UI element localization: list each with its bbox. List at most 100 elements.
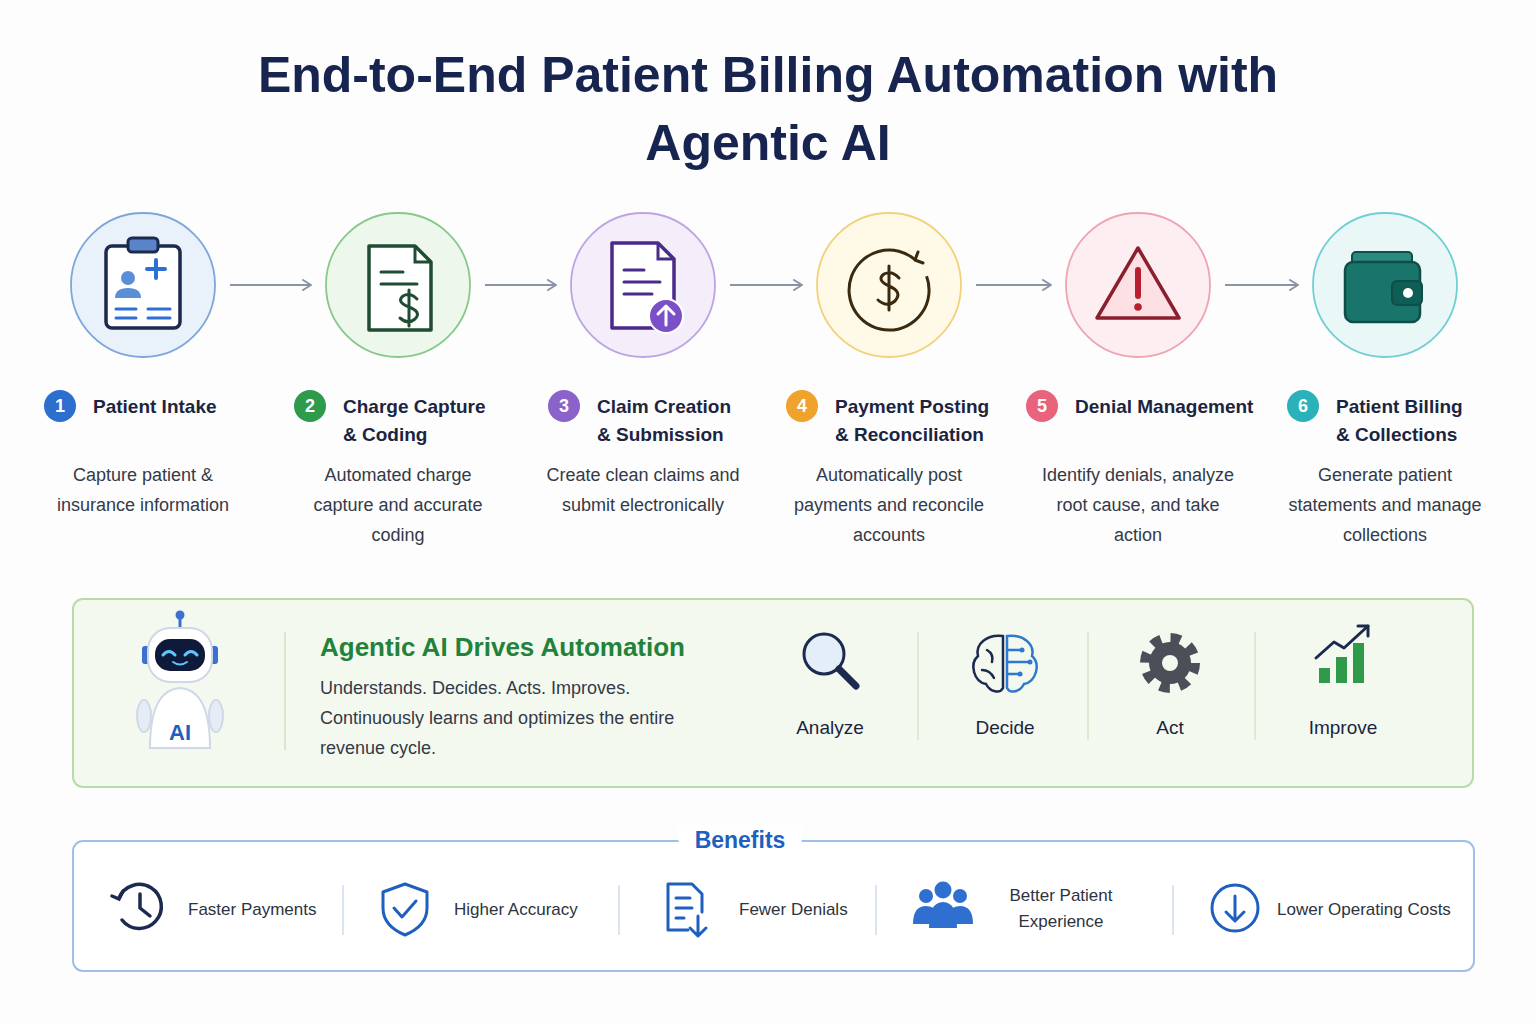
label-slot: Act xyxy=(1156,715,1183,741)
icon-part xyxy=(919,889,933,903)
node-body: Automatically post payments and reconcil… xyxy=(789,460,989,550)
icon-part xyxy=(121,271,135,285)
agent-label: Analyze xyxy=(796,715,864,741)
icon-part xyxy=(1162,655,1178,671)
brain-icon xyxy=(973,636,1036,692)
title: End-to-End Patient Billing Automation wi… xyxy=(218,41,1318,177)
icon-part xyxy=(982,650,994,678)
label-slot: Faster Payments xyxy=(188,897,317,923)
icon-part xyxy=(918,632,1255,740)
payment-icon xyxy=(816,212,962,358)
callout-number: 5 xyxy=(1026,390,1058,422)
icon-part xyxy=(1066,213,1210,357)
icon-part xyxy=(1212,885,1258,931)
text-slot: Automatically post payments and reconcil… xyxy=(789,460,989,550)
text-slot: Capture patient & insurance information xyxy=(43,460,243,520)
icon-part xyxy=(1353,643,1364,683)
magnifier-icon xyxy=(804,634,856,686)
text-slot: Understands. Decides. Acts. Improves. Co… xyxy=(320,673,712,763)
process-circle: Patient IntakeCapture patient & insuranc… xyxy=(70,212,216,358)
icon-part xyxy=(1018,672,1023,677)
icon-part xyxy=(381,272,417,284)
node-heading: Patient Billing & Collections xyxy=(1336,393,1476,449)
step-number-badge: 4 xyxy=(786,390,818,422)
step-number-badge: 1 xyxy=(44,390,76,422)
icon-part xyxy=(658,243,674,259)
icon-part xyxy=(176,611,185,620)
text-slot: Patient Billing & Collections xyxy=(1336,393,1476,449)
icon-part xyxy=(1097,248,1179,318)
node-heading: Agentic AI Drives Automation xyxy=(320,630,780,664)
agent-label: Decide xyxy=(975,715,1034,741)
icon-part xyxy=(658,306,674,325)
text-slot: Identify denials, analyze root cause, an… xyxy=(1038,460,1238,550)
icon-part xyxy=(284,632,286,750)
agent-label: AI xyxy=(169,720,191,746)
text-slot: 2 xyxy=(294,390,326,422)
flow-arrow xyxy=(1225,284,1298,286)
icon-part xyxy=(1358,626,1368,636)
shield-icon xyxy=(383,884,427,935)
icon-part xyxy=(1319,668,1330,683)
text-slot: 5 xyxy=(1026,390,1058,422)
label-slot: Analyze xyxy=(796,715,864,741)
icon-part xyxy=(915,252,923,263)
callout-number: 2 xyxy=(294,390,326,422)
icon-part xyxy=(73,599,1473,787)
text-slot: Generate patient statements and manage c… xyxy=(1285,460,1485,550)
step-number-badge: 3 xyxy=(548,390,580,422)
label-slot: AI xyxy=(169,720,191,746)
node-heading: Claim Creation & Submission xyxy=(597,393,747,449)
down-circle-icon xyxy=(1212,885,1258,931)
icon-part xyxy=(1316,626,1368,658)
benefit-label: Fewer Denials xyxy=(739,897,848,923)
text-slot: Patient Intake xyxy=(93,393,263,421)
flow-arrow xyxy=(976,284,1051,286)
benefit-label: Lower Operating Costs xyxy=(1277,897,1451,923)
icon-part xyxy=(140,894,150,916)
icon-part xyxy=(400,290,417,326)
node-heading: Payment Posting & Reconciliation xyxy=(835,393,1003,449)
people-icon xyxy=(913,882,973,929)
claim-icon xyxy=(570,212,716,358)
icon-part xyxy=(209,700,223,732)
icon-part xyxy=(1028,660,1033,665)
icon-part xyxy=(163,652,197,656)
text-slot: 1 xyxy=(44,390,76,422)
process-circle: Denial ManagementIdentify denials, analy… xyxy=(1065,212,1211,358)
agent-label: Improve xyxy=(1309,715,1378,741)
icon-part xyxy=(150,688,210,748)
charge-icon xyxy=(325,212,471,358)
icon-part xyxy=(676,898,692,918)
icon-part xyxy=(1020,648,1025,653)
text-slot: Denial Management xyxy=(1075,393,1267,421)
text-slot: 6 xyxy=(1287,390,1319,422)
label-slot: Decide xyxy=(975,715,1034,741)
node-body: Identify denials, analyze root cause, an… xyxy=(1038,460,1238,550)
icon-part xyxy=(1226,896,1244,921)
icon-part xyxy=(1392,281,1422,305)
icon-part xyxy=(1135,270,1141,296)
benefit-label: Higher Accuracy xyxy=(454,897,578,923)
ai-panel-art xyxy=(72,598,1474,788)
label-slot: Improve xyxy=(1309,715,1378,741)
icon-part xyxy=(383,884,427,935)
icon-part xyxy=(1145,638,1195,688)
icon-part xyxy=(173,662,187,665)
callout-number: 4 xyxy=(786,390,818,422)
process-circle: Patient Billing & CollectionsGenerate pa… xyxy=(1312,212,1458,358)
icon-part xyxy=(112,891,123,899)
ai-panel: Agentic AI Drives AutomationUnderstands.… xyxy=(72,598,1474,788)
node-body: Automated charge capture and accurate co… xyxy=(298,460,498,550)
text-slot: 4 xyxy=(786,390,818,422)
node-body: Generate patient statements and manage c… xyxy=(1285,460,1485,550)
flow-arrow xyxy=(730,284,802,286)
node-heading: Patient Intake xyxy=(93,393,263,421)
icon-part xyxy=(571,213,715,357)
process-circle: Payment Posting & ReconciliationAutomati… xyxy=(816,212,962,358)
text-slot: 3 xyxy=(548,390,580,422)
icon-part xyxy=(369,246,431,330)
icon-part xyxy=(394,901,416,917)
text-slot: Payment Posting & Reconciliation xyxy=(835,393,1003,449)
denial-icon xyxy=(1065,212,1211,358)
